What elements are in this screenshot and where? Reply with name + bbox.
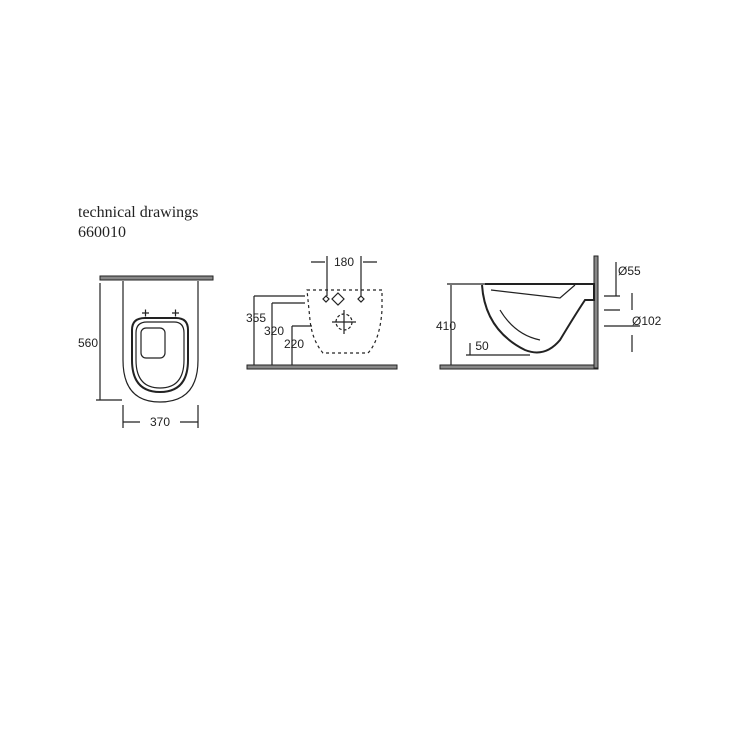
diameter-55-label: Ø55 [618,264,641,278]
depth-label: 560 [78,336,98,350]
diameter-102-label: Ø102 [632,314,662,328]
drawing-title: technical drawings [78,204,199,221]
bottom-50-label: 50 [475,339,489,353]
height-410-label: 410 [436,319,456,333]
height-320-label: 320 [264,324,284,338]
model-number: 660010 [78,224,126,241]
height-220-label: 220 [284,337,304,351]
width-label: 370 [150,415,170,429]
top-view: 560 370 [78,275,214,429]
spacing-label: 180 [334,255,354,269]
side-view: 410 50 Ø55 Ø102 [436,255,662,370]
height-355-label: 355 [246,311,266,325]
back-view: 180 355 320 220 [246,255,398,370]
